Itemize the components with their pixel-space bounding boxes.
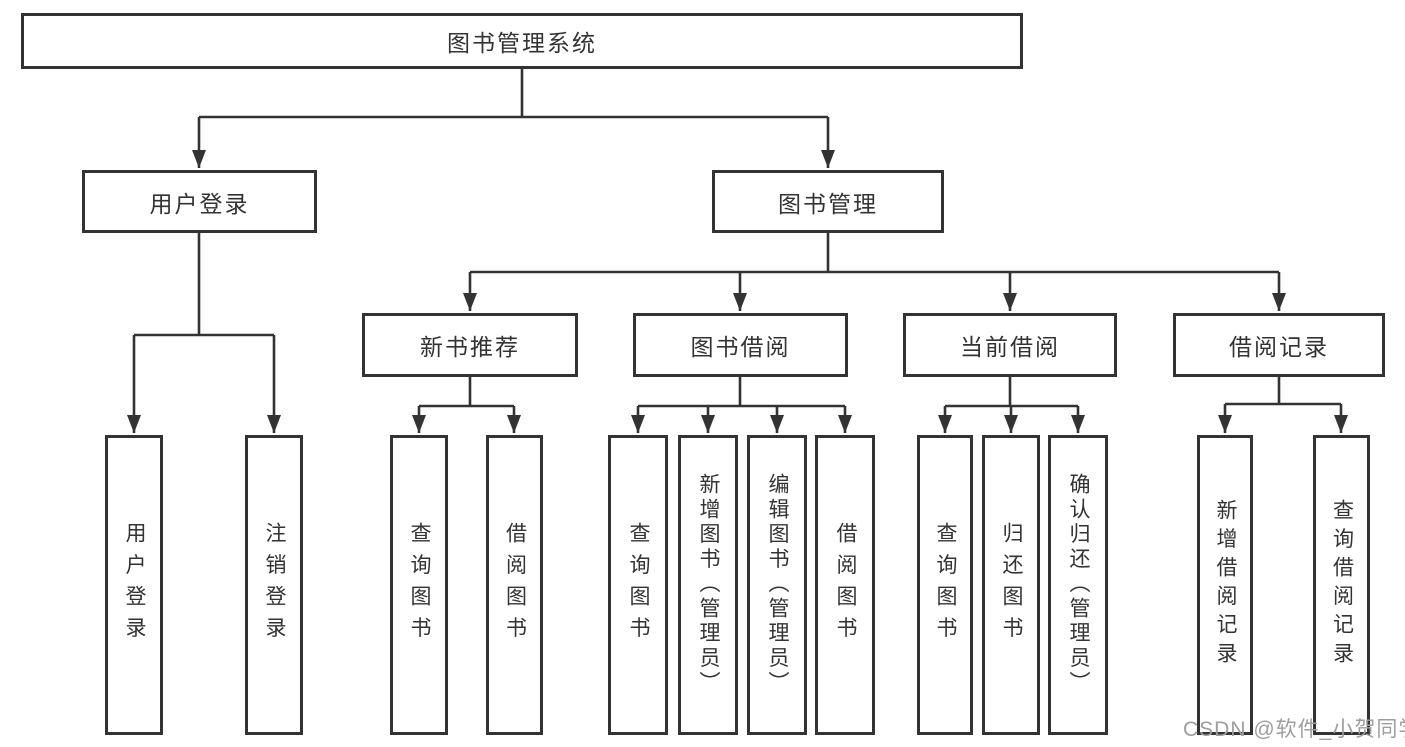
leaf-label: 查询图书 bbox=[934, 522, 957, 648]
node-book-borrowing: 图书借阅 bbox=[633, 313, 848, 377]
node-borrowing-records: 借阅记录 bbox=[1173, 313, 1385, 377]
leaf-label: 归还图书 bbox=[1000, 522, 1023, 648]
leaf-confirm-return-admin: 确认归还（管理员） bbox=[1048, 435, 1108, 735]
leaf-edit-books-admin: 编辑图书（管理员） bbox=[747, 435, 807, 735]
leaf-label: 新增借阅记录 bbox=[1214, 499, 1237, 671]
connector-new-book-rec-children bbox=[419, 377, 514, 408]
connector-user-login-children bbox=[134, 233, 274, 337]
leaf-label: 新增图书（管理员） bbox=[697, 473, 720, 697]
connector-root-to-level2 bbox=[199, 69, 828, 119]
leaf-label: 注销登录 bbox=[263, 522, 286, 648]
leaf-borrow-books: 借阅图书 bbox=[815, 435, 875, 735]
node-root: 图书管理系统 bbox=[21, 13, 1023, 69]
leaf-label: 查询图书 bbox=[627, 522, 650, 648]
leaf-user-login: 用户登录 bbox=[105, 435, 163, 735]
leaf-add-borrow-record: 新增借阅记录 bbox=[1197, 435, 1253, 735]
leaf-label: 查询图书 bbox=[408, 522, 431, 648]
node-book-management: 图书管理 bbox=[712, 170, 944, 233]
leaf-label: 编辑图书（管理员） bbox=[766, 473, 789, 697]
connector-borrow-records-children bbox=[1225, 377, 1341, 406]
leaf-label: 确认归还（管理员） bbox=[1067, 473, 1090, 697]
leaf-query-books: 查询图书 bbox=[390, 435, 448, 735]
node-current-borrowing: 当前借阅 bbox=[903, 313, 1117, 377]
leaf-query-books: 查询图书 bbox=[608, 435, 668, 735]
node-new-book-recommendation: 新书推荐 bbox=[362, 313, 578, 377]
leaf-borrow-books: 借阅图书 bbox=[486, 435, 543, 735]
leaf-label: 用户登录 bbox=[123, 522, 146, 648]
leaf-return-books: 归还图书 bbox=[982, 435, 1040, 735]
node-user-login: 用户登录 bbox=[82, 170, 317, 233]
connector-current-borrow-children bbox=[945, 377, 1078, 408]
connector-book-management-children bbox=[470, 233, 1279, 274]
connector-book-borrow-children bbox=[638, 377, 845, 408]
leaf-label: 查询借阅记录 bbox=[1330, 499, 1354, 671]
leaf-add-books-admin: 新增图书（管理员） bbox=[678, 435, 738, 735]
leaf-query-books: 查询图书 bbox=[917, 435, 973, 735]
leaf-logout: 注销登录 bbox=[245, 435, 303, 735]
csdn-watermark: CSDN @软件_小贺同学 bbox=[1183, 718, 1405, 741]
leaf-label: 借阅图书 bbox=[503, 522, 527, 648]
leaf-label: 借阅图书 bbox=[834, 522, 857, 648]
leaf-query-borrow-record: 查询借阅记录 bbox=[1313, 435, 1370, 735]
